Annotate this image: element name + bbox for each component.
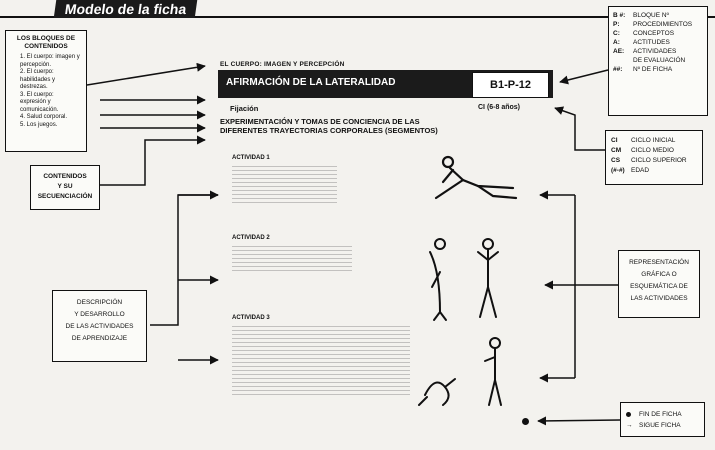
arrow-icon [100,135,206,186]
arrow-icon [537,416,621,426]
sheet-title: AFIRMACIÓN DE LA LATERALIDAD [226,77,396,88]
legend-label: PROCEDIMIENTOS [633,21,693,28]
descripcion-box: DESCRIPCIÓN Y DESARROLLO DE LAS ACTIVIDA… [52,290,147,362]
ciclo-code: (#-#) [611,167,625,174]
contenidos-line: Y SU [57,183,73,190]
bloque-item: 1. El cuerpo: imagen y percepción. [20,54,80,68]
ciclos-box: CI CICLO INICIAL CM CICLO MEDIO CS CICLO SU… [605,130,703,185]
fin-row: FIN DE FICHA [626,409,699,420]
representacion-line: ESQUEMÁTICA DE [630,283,688,290]
legend-code: B #: [613,12,626,19]
legend-row: C: CONCEPTOS [613,29,703,38]
representacion-line: GRÁFICA O [641,271,677,278]
legend-label: DE EVALUACIÓN [633,57,686,64]
contenidos-box: CONTENIDOS Y SU SECUENCIACIÓN [30,165,100,210]
bloques-box: LOS BLOQUES DE CONTENIDOS 1. El cuerpo: … [5,30,87,152]
legend-row: AE: ACTIVIDADES [613,47,703,56]
activity-text [232,166,337,206]
legend-row: A: ACTITUDES [613,38,703,47]
sheet-kicker: EL CUERPO: IMAGEN Y PERCEPCIÓN [220,61,345,68]
legend-code: P: [613,21,620,28]
representacion-box: REPRESENTACIÓN GRÁFICA O ESQUEMÁTICA DE … [618,250,700,318]
ciclo-row: (#-#) EDAD [611,166,697,176]
figure-icon [429,238,499,321]
activity-heading: ACTIVIDAD 3 [232,315,270,321]
contenidos-line: CONTENIDOS [43,173,87,180]
activity-text [232,326,410,398]
descripcion-line: DE APRENDIZAJE [71,335,128,342]
descripcion-line: DESCRIPCIÓN [76,299,123,306]
legend-row: B #: BLOQUE Nº [613,11,703,20]
ciclo-code: CS [611,157,621,164]
figure-icon [418,337,502,406]
legend-label: BLOQUE Nº [633,12,669,19]
legend-label: ACTIVIDADES [633,48,677,55]
bloque-item: 4. Salud corporal. [20,114,68,120]
ciclo-label: EDAD [631,167,650,174]
ciclo-code: CM [611,147,622,154]
ciclo-row: CI CICLO INICIAL [611,136,697,146]
ciclo-label: CICLO INICIAL [631,137,676,144]
end-dot-icon [522,418,529,425]
legend-row: P: PROCEDIMIENTOS [613,20,703,29]
arrow-icon [150,194,218,326]
legend-row: DE EVALUACIÓN [613,56,703,65]
legend-code: AE: [613,48,625,55]
legend-label: Nº DE FICHA [633,66,673,73]
arrow-right-icon: → [626,422,633,429]
ciclo-row: CS CICLO SUPERIOR [611,156,697,166]
fin-box: FIN DE FICHA → SIGUE FICHA [620,402,705,437]
arrow-icon [559,69,609,85]
bloque-item: 3. El cuerpo: expresión y comunicación. [20,91,59,113]
representacion-line: REPRESENTACIÓN [629,259,689,266]
legend-label: ACTITUDES [633,39,670,46]
representacion-line: LAS ACTIVIDADES [630,295,688,302]
activity-text [232,246,352,272]
sheet-subtitle: EXPERIMENTACIÓN Y TOMAS DE CONCIENCIA DE… [220,117,550,135]
sigue-label: SIGUE FICHA [639,422,681,429]
codes-legend-box: B #: BLOQUE Nº P: PROCEDIMIENTOS C: CONCEPT… [608,6,708,116]
arrow-icon [554,106,605,151]
sigue-row: → SIGUE FICHA [626,420,699,431]
ciclo-label: CICLO MEDIO [631,147,674,154]
ciclo-label: CICLO SUPERIOR [631,157,687,164]
arrow-icon [86,62,206,86]
legend-label: CONCEPTOS [633,30,675,37]
descripcion-line: DE LAS ACTIVIDADES [65,323,134,330]
legend-code: ##: [613,66,623,73]
activity-heading: ACTIVIDAD 1 [232,155,270,161]
ciclo-row: CM CICLO MEDIO [611,146,697,156]
descripcion-line: Y DESARROLLO [74,311,125,318]
bloque-item: 2. El cuerpo: habilidades y destrezas. [20,69,56,90]
sheet-section: Fijación [230,104,259,113]
contenidos-line: SECUENCIACIÓN [37,193,93,200]
legend-code: A: [613,39,620,46]
fin-label: FIN DE FICHA [639,411,682,418]
subtitle-line: DIFERENTES TRAYECTORIAS CORPORALES (SEGM… [220,126,438,135]
bullet-icon [626,411,631,417]
bloque-item: 5. Los juegos. [20,121,58,128]
bloques-title: LOS BLOQUES DE CONTENIDOS [16,35,76,50]
figure-icon [434,155,518,200]
sheet-code: B1-P-12 [472,72,549,98]
activity-heading: ACTIVIDAD 2 [232,235,270,241]
sheet-age: CI (6-8 años) [478,104,521,111]
header-bar [0,0,715,18]
legend-row: ##: Nº DE FICHA [613,65,703,74]
legend-code: C: [613,30,620,37]
subtitle-line: EXPERIMENTACIÓN Y TOMAS DE CONCIENCIA DE… [220,117,420,126]
ciclo-code: CI [611,137,618,144]
